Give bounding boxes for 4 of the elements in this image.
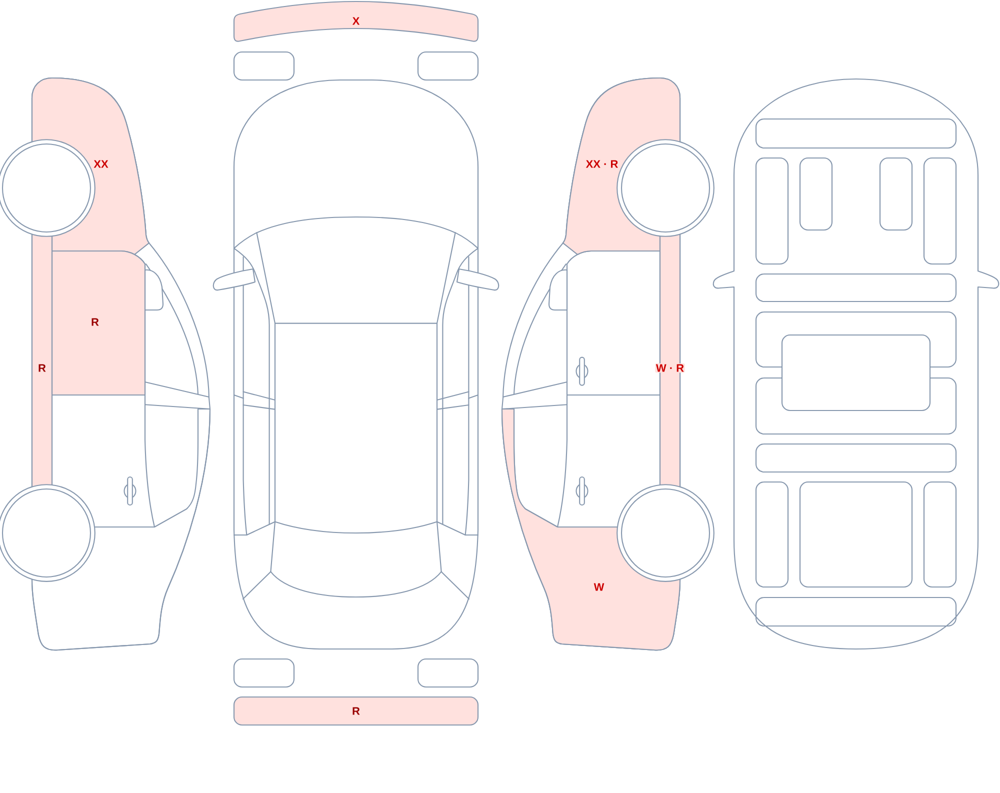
rocker-panel: R — [31, 229, 53, 491]
front-bumper: X — [233, 0, 479, 42]
rocker-panel: W · R — [655, 229, 685, 491]
rear-bumper: R — [233, 696, 479, 726]
